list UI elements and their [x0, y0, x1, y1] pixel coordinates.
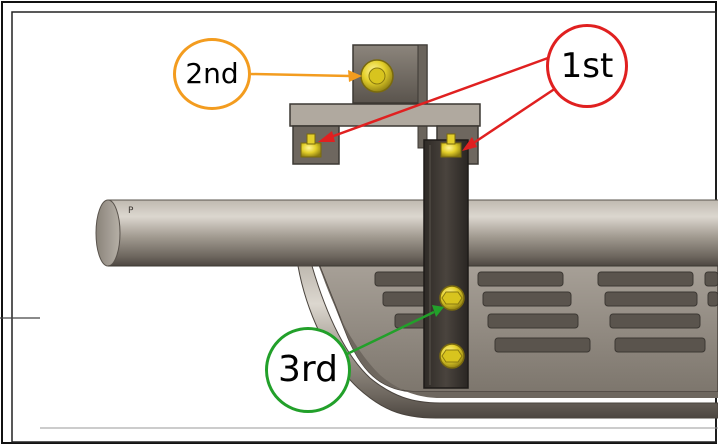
callout-3rd-text: 3rd: [278, 349, 338, 390]
bolt-top: [360, 59, 394, 93]
callout-1st: 1st: [546, 24, 628, 108]
bolt-plate-lower: [439, 343, 465, 369]
callout-2nd: 2nd: [173, 38, 251, 110]
bolt-right: [440, 133, 462, 158]
callout-1st-text: 1st: [560, 46, 614, 86]
callout-3rd: 3rd: [265, 327, 351, 413]
arrow-3rd: [346, 305, 444, 356]
callout-2nd-text: 2nd: [185, 57, 239, 90]
stamp-mark: P: [128, 206, 134, 216]
bolt-plate-upper: [439, 285, 465, 311]
arrow-1st-right: [462, 86, 557, 151]
arrow-1st-left: [318, 56, 549, 142]
step-pad: [316, 261, 718, 398]
bolt-left: [300, 133, 322, 158]
main-tube: [95, 199, 718, 267]
arrow-2nd: [250, 70, 362, 82]
